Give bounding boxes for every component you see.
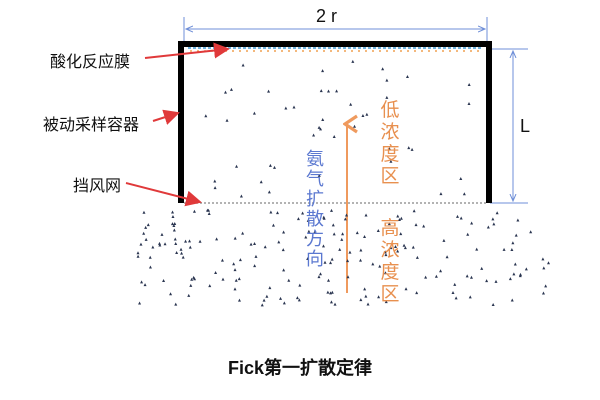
membrane-label: 酸化反应膜 [50, 52, 131, 71]
windscreen-callout-arrow [125, 182, 202, 207]
sampler-callout-arrow [152, 109, 180, 125]
diagram-title: Fick第一扩散定律 [227, 358, 373, 378]
ammonia-molecules [136, 59, 550, 307]
width-dimension [183, 17, 488, 42]
height-label: L [520, 116, 531, 136]
passive-sampler-container [178, 41, 492, 203]
sampler-label: 被动采样容器 [43, 115, 140, 134]
diffusion-direction-label: 氨气扩散方向 [306, 149, 324, 270]
width-label: 2 r [316, 6, 338, 26]
membrane-callout-arrow [144, 42, 230, 59]
low-concentration-zone: 低浓度区 [380, 99, 400, 187]
height-dimension [490, 48, 528, 204]
windscreen-label: 挡风网 [73, 176, 122, 195]
high-concentration-zone: 高浓度区 [380, 217, 400, 305]
acidified-membrane [188, 47, 483, 52]
